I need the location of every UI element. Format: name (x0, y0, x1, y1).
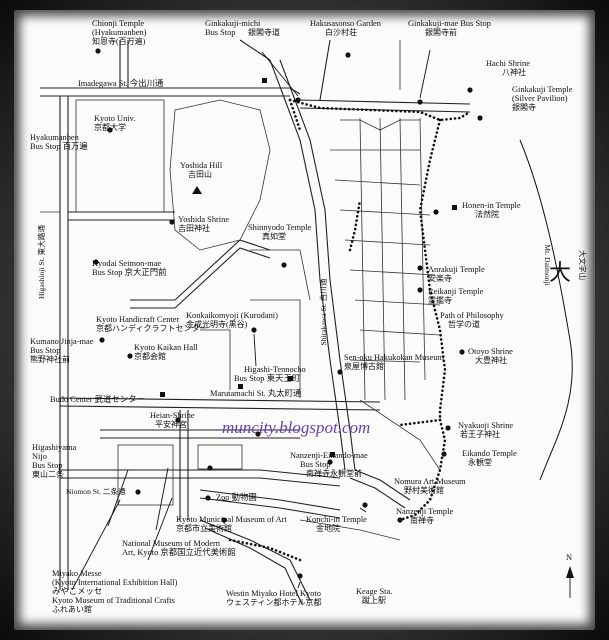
label-budo: Budo Center 武道センター (50, 394, 145, 404)
label-konkaikomyoji: Konkaikomyoji (Kurodani)金戒光明寺(黒谷) (186, 311, 278, 329)
label-chionji: Chionji Temple(Hyakumanben)知恩寺(百万遍) (92, 19, 147, 46)
place-markers (93, 48, 483, 579)
street-labels: Imadegawa St. 今出川通 Higashioji St. 東大路通 S… (36, 78, 328, 496)
label-ginkakuji: Ginkakuji Temple(Silver Pavilion)銀閣寺 (512, 85, 573, 112)
daimonji-name: Mt. Daimonji (543, 244, 552, 285)
street-imadegawa: Imadegawa St. 今出川通 (78, 78, 164, 88)
leader-lines (71, 49, 574, 598)
walking-route (228, 98, 472, 562)
north-label: N (566, 553, 572, 562)
kyoto-map: Imadegawa St. 今出川通 Higashioji St. 東大路通 S… (30, 19, 588, 614)
street-nijo: Niomon St. 二条通 (66, 486, 126, 496)
street-marutamachi: Marutamachi St. 丸太町通 (210, 388, 302, 398)
label-miyako-messe: Miyako Messe(Kyoto International Exhibit… (52, 569, 178, 614)
street-higashioji: Higashioji St. 東大路通 (36, 225, 46, 299)
watermark: muncity.blogspot.com (222, 418, 370, 437)
map-paper: Imadegawa St. 今出川通 Higashioji St. 東大路通 S… (14, 10, 595, 630)
mountain-daimonji: 大 Mt. Daimonji 大文字山 (543, 244, 588, 286)
label-keage: Keage Sta.蹴上駅 (356, 587, 392, 605)
street-shirakawa: Shirakawa St. 白川通 (318, 278, 328, 345)
label-zoo: Zoo 動物園 (216, 492, 257, 502)
label-kyoto-univ: Kyoto Univ.京都大学 (94, 114, 135, 132)
daimonji-kanji: 大 (549, 261, 571, 286)
daimonji-name-jp: 大文字山 (578, 250, 588, 280)
place-labels: Chionji Temple(Hyakumanben)知恩寺(百万遍) Gink… (30, 19, 573, 614)
road-network (40, 39, 573, 605)
